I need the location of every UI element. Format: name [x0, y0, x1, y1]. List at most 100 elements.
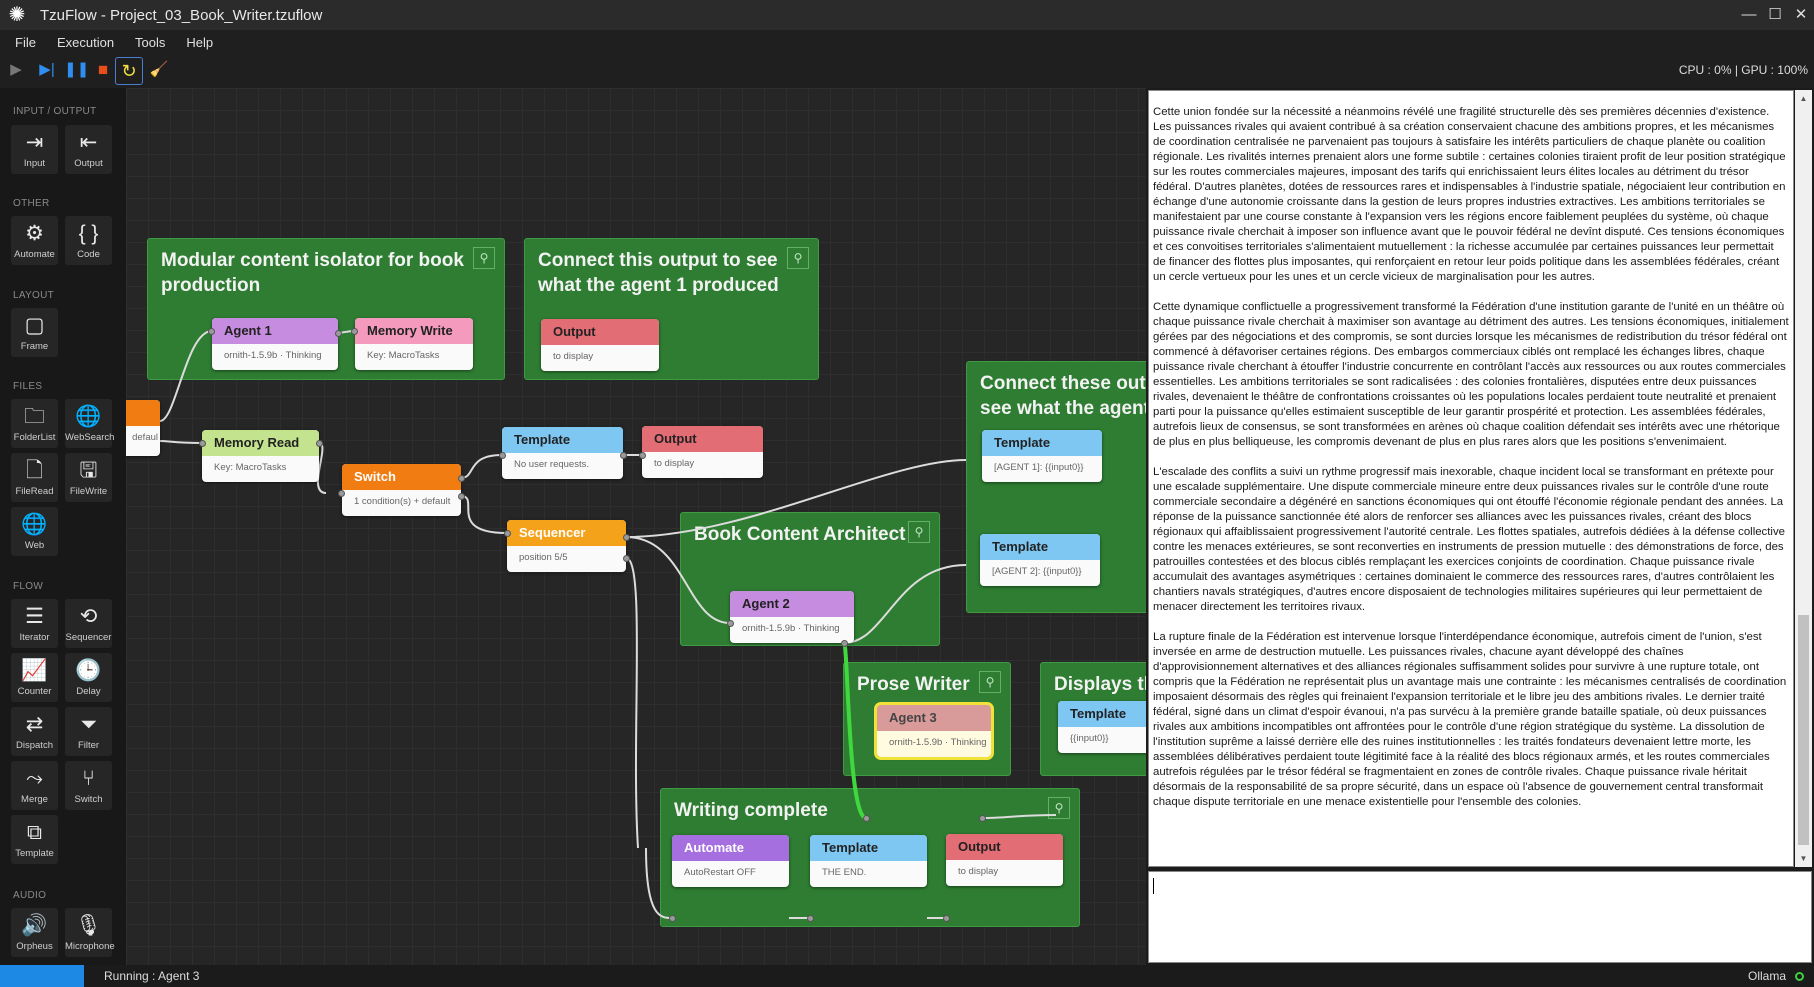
- pin-icon[interactable]: ⚲: [1048, 797, 1070, 819]
- palette-output[interactable]: ⇤Output: [65, 125, 112, 174]
- node-automate[interactable]: Automate AutoRestart OFF: [672, 835, 789, 887]
- palette-microphone[interactable]: 🎙Microphone: [65, 908, 115, 957]
- node-output-2[interactable]: Output to display: [642, 426, 763, 478]
- node-template-input[interactable]: Template {{input0}}: [1058, 701, 1146, 753]
- input-port[interactable]: [199, 440, 206, 447]
- clear-broom-icon[interactable]: 🧹: [149, 61, 169, 78]
- node-template-no-requests[interactable]: Template No user requests.: [502, 427, 623, 479]
- close-icon[interactable]: ✕: [1794, 6, 1808, 23]
- output-port[interactable]: [458, 475, 465, 482]
- file-read-icon: 🗋: [26, 459, 43, 482]
- node-template-agent-2[interactable]: Template [AGENT 2]: {{input0}}: [980, 534, 1100, 586]
- node-palette: INPUT / OUTPUT ⇥Input ⇤Output OTHER ⚙Aut…: [0, 88, 126, 965]
- palette-orpheus[interactable]: 🔊Orpheus: [11, 908, 58, 957]
- node-memory-write[interactable]: Memory Write Key: MacroTasks: [355, 318, 473, 370]
- node-agent-2[interactable]: Agent 2 ornith-1.5.9b · Thinking: [730, 591, 854, 643]
- scroll-down-icon[interactable]: ▼: [1799, 854, 1808, 863]
- input-port[interactable]: [863, 815, 870, 822]
- node-output-3[interactable]: Output to display: [946, 834, 1063, 886]
- palette-web[interactable]: 🌐Web: [11, 507, 58, 556]
- connection: [843, 564, 967, 644]
- step-icon[interactable]: ▶|: [39, 61, 55, 78]
- play-icon[interactable]: ▶: [10, 61, 22, 78]
- loop-icon[interactable]: ↻: [115, 57, 143, 85]
- scroll-thumb[interactable]: [1798, 615, 1809, 845]
- cpu-gpu-usage: CPU : 0% | GPU : 100%: [1678, 63, 1808, 77]
- output-port[interactable]: [620, 452, 627, 459]
- gear-icon: ⚙: [25, 222, 44, 245]
- palette-input[interactable]: ⇥Input: [11, 125, 58, 174]
- node-sequencer[interactable]: Sequencer position 5/5: [507, 520, 626, 572]
- palette-delay[interactable]: 🕒Delay: [65, 653, 112, 702]
- node-template-agent-1[interactable]: Template [AGENT 1]: {{input0}}: [982, 430, 1102, 482]
- input-port[interactable]: [208, 328, 215, 335]
- palette-websearch[interactable]: 🌐WebSearch: [65, 399, 114, 448]
- minimize-icon[interactable]: —: [1741, 6, 1757, 23]
- palette-merge[interactable]: ⤳Merge: [11, 761, 58, 810]
- frame-book-content-architect[interactable]: Book Content Architect ⚲: [680, 512, 940, 646]
- output-paragraph: La rupture finale de la Fédération est i…: [1153, 631, 1787, 808]
- input-port[interactable]: [727, 620, 734, 627]
- palette-frame[interactable]: ▢Frame: [11, 308, 58, 357]
- output-text-area[interactable]: Cette union fondée sur la nécessité a né…: [1148, 90, 1794, 867]
- input-port[interactable]: [351, 328, 358, 335]
- palette-fileread[interactable]: 🗋FileRead: [11, 453, 58, 502]
- palette-counter[interactable]: 📈Counter: [11, 653, 58, 702]
- output-panel: Cette union fondée sur la nécessité a né…: [1146, 88, 1814, 965]
- menu-execution[interactable]: Execution: [56, 34, 115, 50]
- input-port[interactable]: [499, 452, 506, 459]
- maximize-icon[interactable]: ☐: [1768, 6, 1782, 23]
- palette-filter[interactable]: ⏷Filter: [65, 707, 112, 756]
- input-port[interactable]: [338, 490, 345, 497]
- pin-icon[interactable]: ⚲: [979, 671, 1001, 693]
- node-output-1[interactable]: Output to display: [541, 319, 659, 371]
- node-agent-1[interactable]: Agent 1 ornith-1.5.9b · Thinking: [212, 318, 338, 370]
- flow-canvas[interactable]: Modular content isolator for book produc…: [126, 88, 1146, 965]
- input-port[interactable]: [669, 915, 676, 922]
- input-port[interactable]: [807, 915, 814, 922]
- output-port[interactable]: [335, 330, 342, 337]
- section-flow: FLOW: [13, 581, 44, 592]
- output-scrollbar[interactable]: ▲ ▼: [1795, 90, 1812, 867]
- node-template-the-end[interactable]: Template THE END.: [810, 835, 927, 887]
- palette-sequencer[interactable]: ⟲Sequencer: [65, 599, 112, 648]
- connection: [316, 442, 327, 494]
- output-port[interactable]: [458, 493, 465, 500]
- pause-icon[interactable]: ❚❚: [64, 61, 90, 78]
- menu-file[interactable]: File: [15, 34, 36, 50]
- title-bar: ✺ TzuFlow - Project_03_Book_Writer.tzufl…: [0, 0, 1814, 30]
- input-port[interactable]: [504, 530, 511, 537]
- palette-switch[interactable]: ⑂Switch: [65, 761, 112, 810]
- pin-icon[interactable]: ⚲: [473, 247, 495, 269]
- menu-bar: File Execution Tools Help: [0, 30, 1814, 54]
- palette-folderlist[interactable]: 🗀FolderList: [11, 399, 58, 448]
- scroll-up-icon[interactable]: ▲: [1799, 94, 1808, 103]
- output-port[interactable]: [623, 555, 630, 562]
- speaker-icon: 🔊: [21, 914, 48, 937]
- partial-node[interactable]: defaul: [126, 400, 160, 456]
- palette-code[interactable]: { }Code: [65, 216, 112, 265]
- pin-icon[interactable]: ⚲: [787, 247, 809, 269]
- output-port[interactable]: [979, 815, 986, 822]
- app-logo-icon: ✺: [8, 4, 26, 26]
- node-agent-3[interactable]: Agent 3 ornith-1.5.9b · Thinking: [874, 702, 994, 760]
- pin-icon[interactable]: ⚲: [908, 521, 930, 543]
- connection: [460, 454, 503, 479]
- stop-icon[interactable]: ■: [97, 60, 109, 79]
- node-memory-read[interactable]: Memory Read Key: MacroTasks: [202, 430, 319, 482]
- menu-help[interactable]: Help: [186, 34, 214, 50]
- node-switch[interactable]: Switch 1 condition(s) + default: [342, 464, 461, 516]
- palette-dispatch[interactable]: ⇄Dispatch: [11, 707, 58, 756]
- output-port[interactable]: [841, 640, 848, 647]
- input-port[interactable]: [943, 915, 950, 922]
- palette-automate[interactable]: ⚙Automate: [11, 216, 58, 265]
- palette-filewrite[interactable]: 🖫FileWrite: [65, 453, 112, 502]
- microphone-icon: 🎙: [75, 914, 102, 937]
- menu-tools[interactable]: Tools: [135, 34, 166, 50]
- input-port[interactable]: [639, 452, 646, 459]
- prompt-input[interactable]: [1148, 871, 1812, 963]
- palette-iterator[interactable]: ☰Iterator: [11, 599, 58, 648]
- output-port[interactable]: [623, 534, 630, 541]
- palette-template[interactable]: ⧉Template: [11, 815, 58, 864]
- output-port[interactable]: [316, 440, 323, 447]
